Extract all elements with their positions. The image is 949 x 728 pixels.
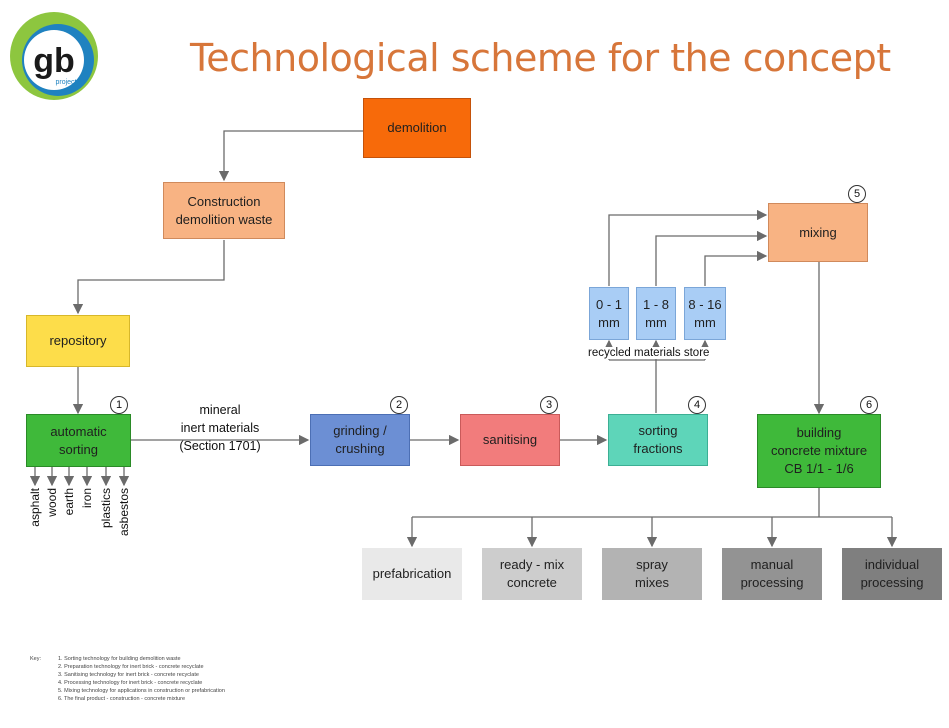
edge-demolition-cdw <box>218 130 363 182</box>
output-asbestos: asbestos <box>117 488 131 537</box>
edge-label-mineral-inert: mineral inert materials (Section 1701) <box>179 403 261 453</box>
logo-subtext: project <box>55 79 76 86</box>
node-f3-label: 8 - 16 mm <box>688 296 722 330</box>
gb-project-logo: gb project <box>10 12 98 100</box>
node-repository: repository <box>26 315 130 367</box>
node-mixing-label: mixing <box>799 224 837 240</box>
node-demolition-label: demolition <box>387 120 447 135</box>
step-number-5: 5 <box>848 185 866 203</box>
key-item-5: 5. Mixing technology for applications in… <box>58 688 225 694</box>
output-wood: wood <box>45 488 59 517</box>
node-building-concrete-mixture: building concrete mixture CB 1/1 - 1/6 <box>757 414 881 488</box>
node-manual-label: manual processing <box>740 557 804 590</box>
node-construction-demolition-waste: Construction demolition waste <box>163 182 285 239</box>
page-title: Technological scheme for the concept <box>190 36 891 80</box>
node-individual-label: individual processing <box>860 557 924 590</box>
output-iron: iron <box>80 488 94 509</box>
node-spray-mixes: spray mixes <box>602 548 702 600</box>
key-item-1: 1. Sorting technology for building demol… <box>58 656 181 662</box>
node-grinding-label: grinding / crushing <box>333 423 387 456</box>
step-number-4: 4 <box>688 396 706 414</box>
output-earth: earth <box>62 488 76 516</box>
key-item-6: 6. The final product - construction - co… <box>58 696 186 702</box>
node-fraction-1-8: 1 - 8 mm <box>636 287 676 340</box>
node-grinding-crushing: grinding / crushing <box>310 414 410 466</box>
node-spray-label: spray mixes <box>635 557 669 590</box>
node-fraction-0-1: 0 - 1 mm <box>589 287 629 340</box>
node-prefabrication: prefabrication <box>362 548 462 600</box>
step-number-3: 3 <box>540 396 558 414</box>
node-sorting-label: automatic sorting <box>50 423 107 457</box>
node-ready-mix-concrete: ready - mix concrete <box>482 548 582 600</box>
node-automatic-sorting: automatic sorting <box>26 414 131 467</box>
node-sorting-fractions: sorting fractions <box>608 414 708 466</box>
output-asphalt: asphalt <box>28 488 42 527</box>
output-plastics: plastics <box>99 488 113 529</box>
node-f2-label: 1 - 8 mm <box>642 296 669 330</box>
node-individual-processing: individual processing <box>842 548 942 600</box>
key-item-3: 3. Sanitising technology for inert brick… <box>58 672 199 678</box>
node-fractions-label: sorting fractions <box>633 423 683 456</box>
node-mixing: mixing <box>768 203 868 262</box>
node-repository-label: repository <box>49 333 107 348</box>
step-number-1: 1 <box>110 396 128 414</box>
node-f1-label: 0 - 1 mm <box>595 296 622 330</box>
key-label: Key: <box>30 656 42 662</box>
step-number-2: 2 <box>390 396 408 414</box>
node-cdw-label: Construction demolition waste <box>175 193 273 227</box>
edge-f1-mixing <box>608 209 768 286</box>
node-prefab-label: prefabrication <box>372 566 452 581</box>
store-label: recycled materials store <box>587 347 711 359</box>
step-number-6: 6 <box>860 396 878 414</box>
edge-cdw-repository <box>72 240 225 315</box>
key-item-2: 2. Preparation technology for inert bric… <box>58 664 204 670</box>
edge-f3-mixing <box>704 250 768 286</box>
node-demolition: demolition <box>363 98 471 158</box>
logo-text: gb <box>33 42 75 80</box>
edge-f2-mixing <box>655 230 768 286</box>
node-sanitising: sanitising <box>460 414 560 466</box>
node-sanitising-label: sanitising <box>482 432 538 447</box>
node-building-label: building concrete mixture CB 1/1 - 1/6 <box>770 425 868 476</box>
node-manual-processing: manual processing <box>722 548 822 600</box>
key-item-4: 4. Processing technology for inert brick… <box>58 680 203 686</box>
node-readymix-label: ready - mix concrete <box>499 557 565 590</box>
node-fraction-8-16: 8 - 16 mm <box>684 287 726 340</box>
